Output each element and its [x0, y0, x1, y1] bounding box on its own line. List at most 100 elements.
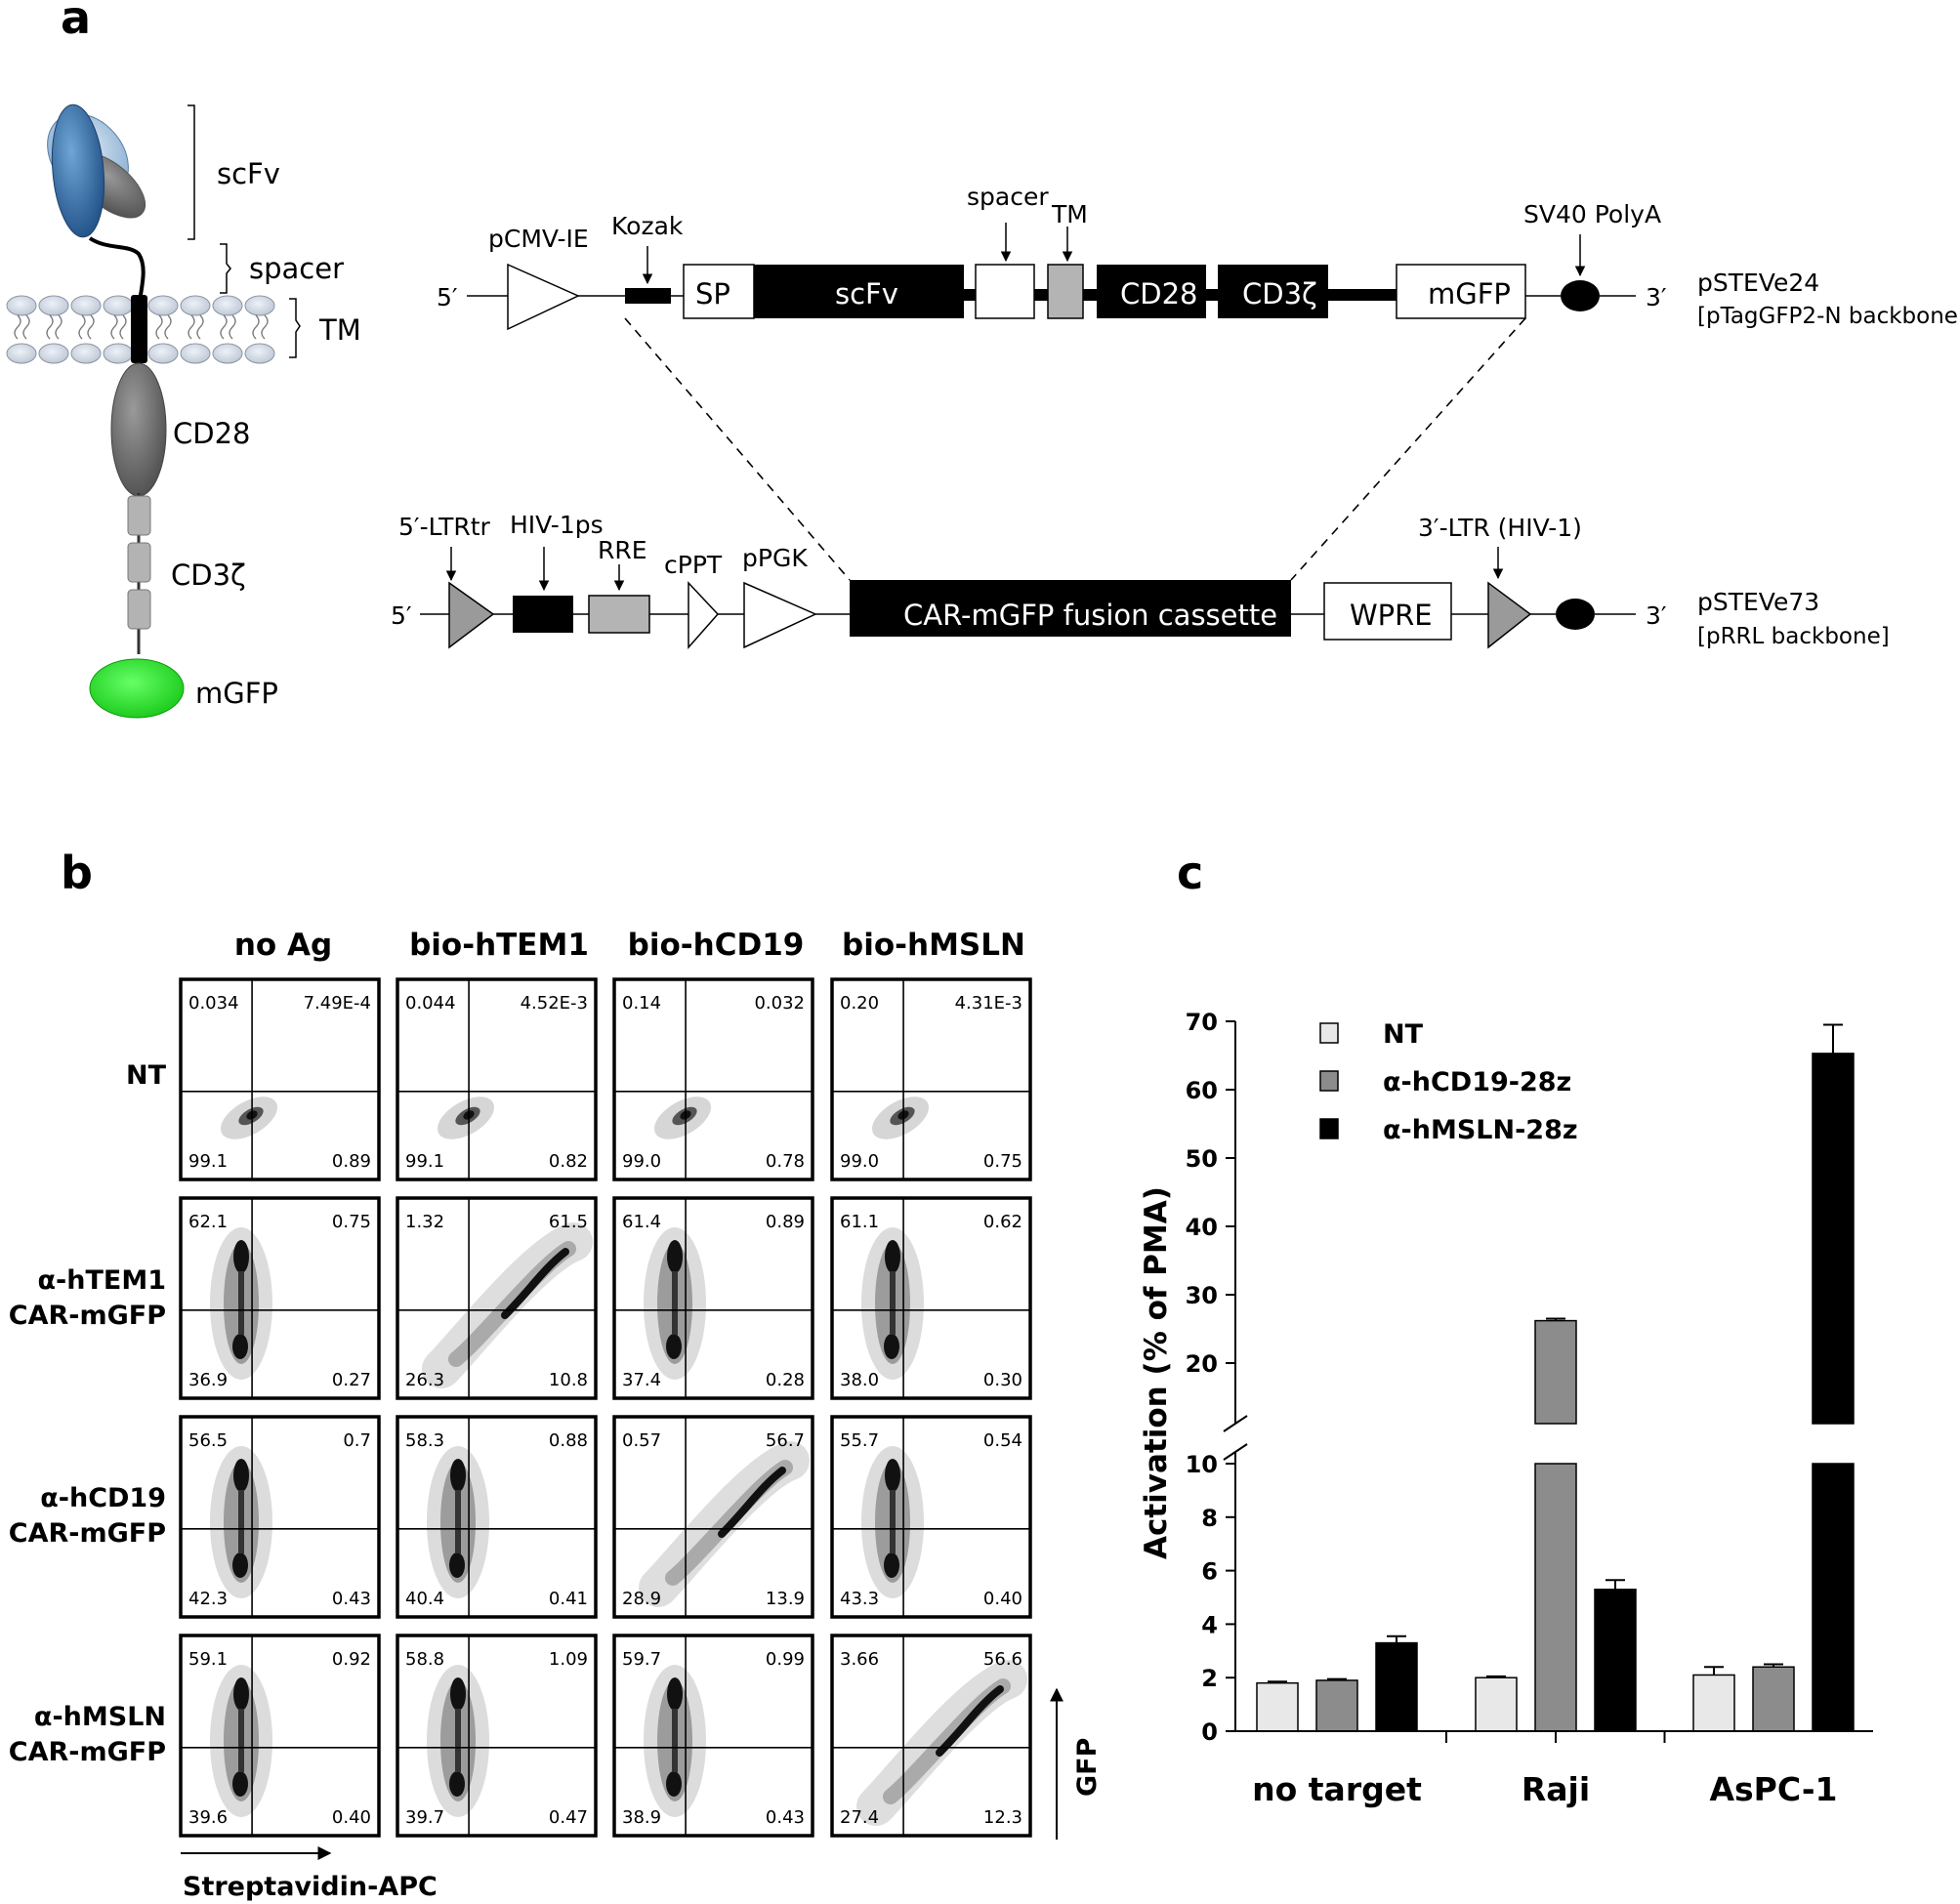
- legend-swatch: [1319, 1118, 1339, 1139]
- cppt-shape: [688, 581, 720, 649]
- flow-plot-frame: [612, 977, 814, 1181]
- lipid-head: [6, 295, 37, 316]
- quadrant-lr-value: 0.27: [332, 1370, 371, 1390]
- lipid-tail: [220, 314, 228, 340]
- scfv-text: scFv: [835, 277, 898, 310]
- sp-text: SP: [695, 277, 730, 310]
- tm-label: TM: [1051, 200, 1088, 228]
- legend-label: NT: [1383, 1019, 1424, 1050]
- kozak-label: Kozak: [611, 212, 684, 240]
- quadrant-ul-value: 61.4: [622, 1212, 661, 1232]
- label-tm: TM: [318, 313, 361, 347]
- flow-population-core: [232, 1771, 248, 1797]
- cd3z-itam-3: [127, 589, 151, 630]
- quadrant-ll-value: 42.3: [188, 1589, 228, 1609]
- panel-label-b: b: [61, 847, 93, 899]
- bar-0-0: [1256, 1681, 1299, 1732]
- quadrant-ur-value: 0.75: [332, 1212, 371, 1232]
- row-header-sub: CAR-mGFP: [9, 1518, 166, 1549]
- row-header: α-hMSLN: [34, 1702, 166, 1732]
- quadrant-ll-value: 38.9: [622, 1807, 661, 1828]
- lipid-head: [244, 295, 275, 316]
- dashed-connector-right: [1290, 317, 1526, 581]
- quadrant-ll-value: 36.9: [188, 1370, 228, 1390]
- flow-plot-frame: [830, 977, 1032, 1181]
- tm-box: [1047, 264, 1084, 319]
- bracket-tm: [289, 298, 301, 358]
- lipid-tail: [78, 314, 86, 340]
- quadrant-lr-value: 0.40: [983, 1589, 1022, 1609]
- lipid-tail: [155, 314, 163, 340]
- lipid-tail: [252, 314, 260, 340]
- label-cd28: CD28: [173, 417, 250, 450]
- panel-label-a: a: [61, 0, 91, 44]
- bar-1-0: [1315, 1679, 1358, 1732]
- polya-dot: [1556, 599, 1595, 630]
- hiv-label: HIV-1ps: [510, 511, 604, 539]
- dashed-connector-left: [624, 317, 851, 581]
- car-schematic: scFv spacer TM CD28 CD3ζ mGFP: [6, 103, 361, 719]
- quadrant-ur-value: 0.88: [549, 1430, 588, 1451]
- quadrant-ur-value: 56.6: [983, 1649, 1022, 1670]
- panel-label-c: c: [1177, 847, 1203, 899]
- quadrant-ur-value: 0.032: [754, 993, 805, 1014]
- quadrant-ur-value: 61.5: [549, 1212, 588, 1232]
- lipid-tail: [261, 314, 269, 340]
- quadrant-ll-value: 99.1: [188, 1151, 228, 1172]
- axis-break-mark: [1223, 1415, 1248, 1432]
- cd3z-itam-1: [127, 495, 151, 536]
- quadrant-lr-value: 0.43: [332, 1589, 371, 1609]
- lipid-head: [6, 343, 37, 364]
- column-header: bio-hTEM1: [409, 928, 589, 963]
- quadrant-ur-value: 0.92: [332, 1649, 371, 1670]
- bar-2-0: [1375, 1641, 1418, 1732]
- quadrant-ll-value: 99.0: [840, 1151, 879, 1172]
- y-tick-label: 40: [1186, 1214, 1218, 1241]
- lipid-tail: [22, 314, 30, 340]
- quadrant-ul-value: 0.57: [622, 1430, 661, 1451]
- lipid-head: [212, 295, 243, 316]
- quadrant-ll-value: 28.9: [622, 1589, 661, 1609]
- lipid-head: [38, 295, 69, 316]
- bar-2-2-lower: [1812, 1463, 1855, 1732]
- flow-plot-frame: [830, 1196, 1032, 1400]
- bar-1-1-upper: [1534, 1319, 1577, 1425]
- quadrant-ur-value: 4.31E-3: [955, 993, 1022, 1014]
- bar-2-1: [1594, 1589, 1637, 1732]
- quadrant-ur-value: 0.54: [983, 1430, 1022, 1451]
- wpre-text: WPRE: [1350, 599, 1433, 632]
- flow-population-core: [450, 1677, 466, 1711]
- row-header: NT: [126, 1060, 167, 1091]
- legend-label: α-hCD19-28z: [1383, 1067, 1571, 1097]
- legend-label: α-hMSLN-28z: [1383, 1115, 1578, 1145]
- y-tick-label: 10: [1186, 1451, 1218, 1478]
- lipid-head: [147, 295, 179, 316]
- flow-population-core: [449, 1552, 465, 1578]
- quadrant-lr-value: 0.40: [332, 1807, 371, 1828]
- bar-0-2: [1692, 1674, 1735, 1732]
- x-category-label: Raji: [1522, 1770, 1590, 1808]
- scfv-heavy-domain: [51, 103, 105, 238]
- lipid-head: [244, 343, 275, 364]
- end5-label: 5′: [437, 283, 458, 311]
- flow-population-core: [667, 1240, 683, 1273]
- mgfp-text: mGFP: [1428, 277, 1511, 310]
- quadrant-ll-value: 43.3: [840, 1589, 879, 1609]
- y-tick-label: 20: [1186, 1350, 1218, 1378]
- ltr3-label: 3′-LTR (HIV-1): [1418, 514, 1582, 542]
- flow-population-core: [667, 1677, 683, 1711]
- quadrant-ll-value: 38.0: [840, 1370, 879, 1390]
- quadrant-ur-value: 4.52E-3: [521, 993, 588, 1014]
- label-mgfp: mGFP: [195, 677, 278, 710]
- lipid-head: [180, 295, 211, 316]
- quadrant-ul-value: 61.1: [840, 1212, 879, 1232]
- ltr3-shape: [1487, 581, 1532, 649]
